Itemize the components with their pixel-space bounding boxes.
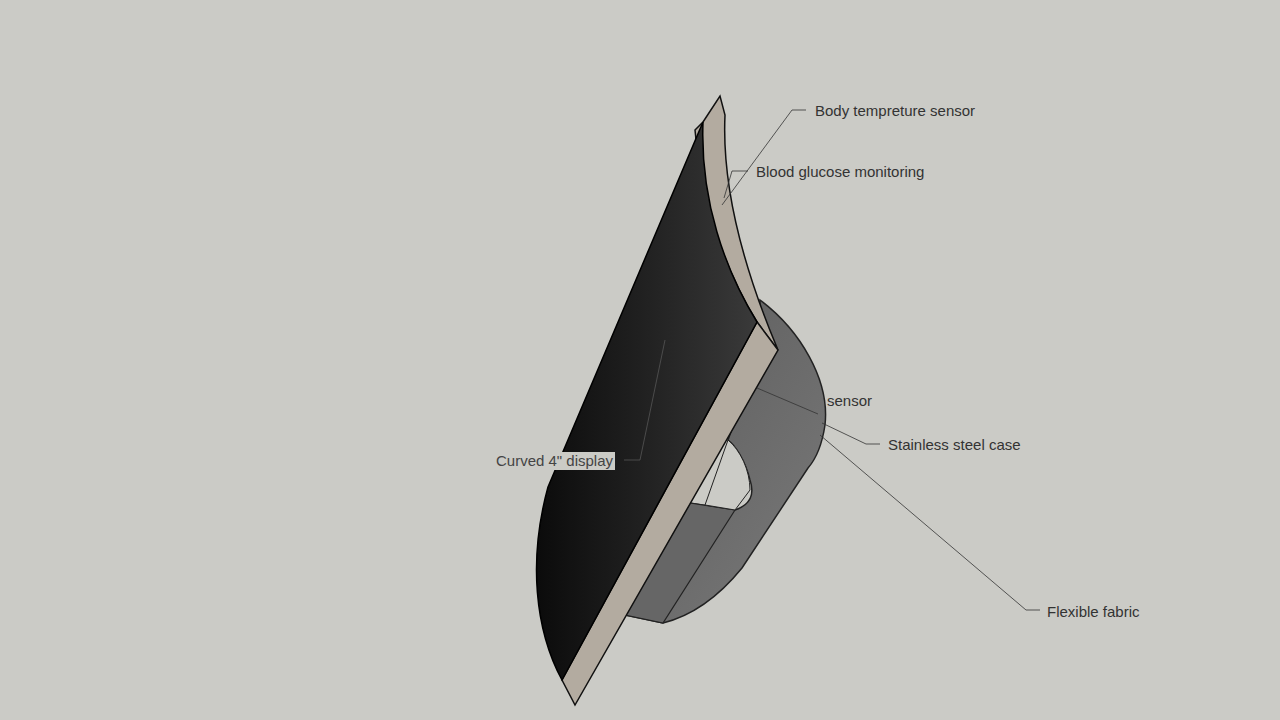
curved-display (537, 122, 757, 680)
part-label: Blood glucose monitoring (754, 163, 926, 181)
part-label: Body tempreture sensor (813, 102, 977, 120)
leader-lines (624, 110, 1040, 610)
part-label: Curved 4" display (494, 452, 615, 470)
part-label: Flexible fabric (1045, 603, 1142, 621)
part-label: sensor (825, 392, 874, 410)
part-label: Stainless steel case (886, 436, 1023, 454)
